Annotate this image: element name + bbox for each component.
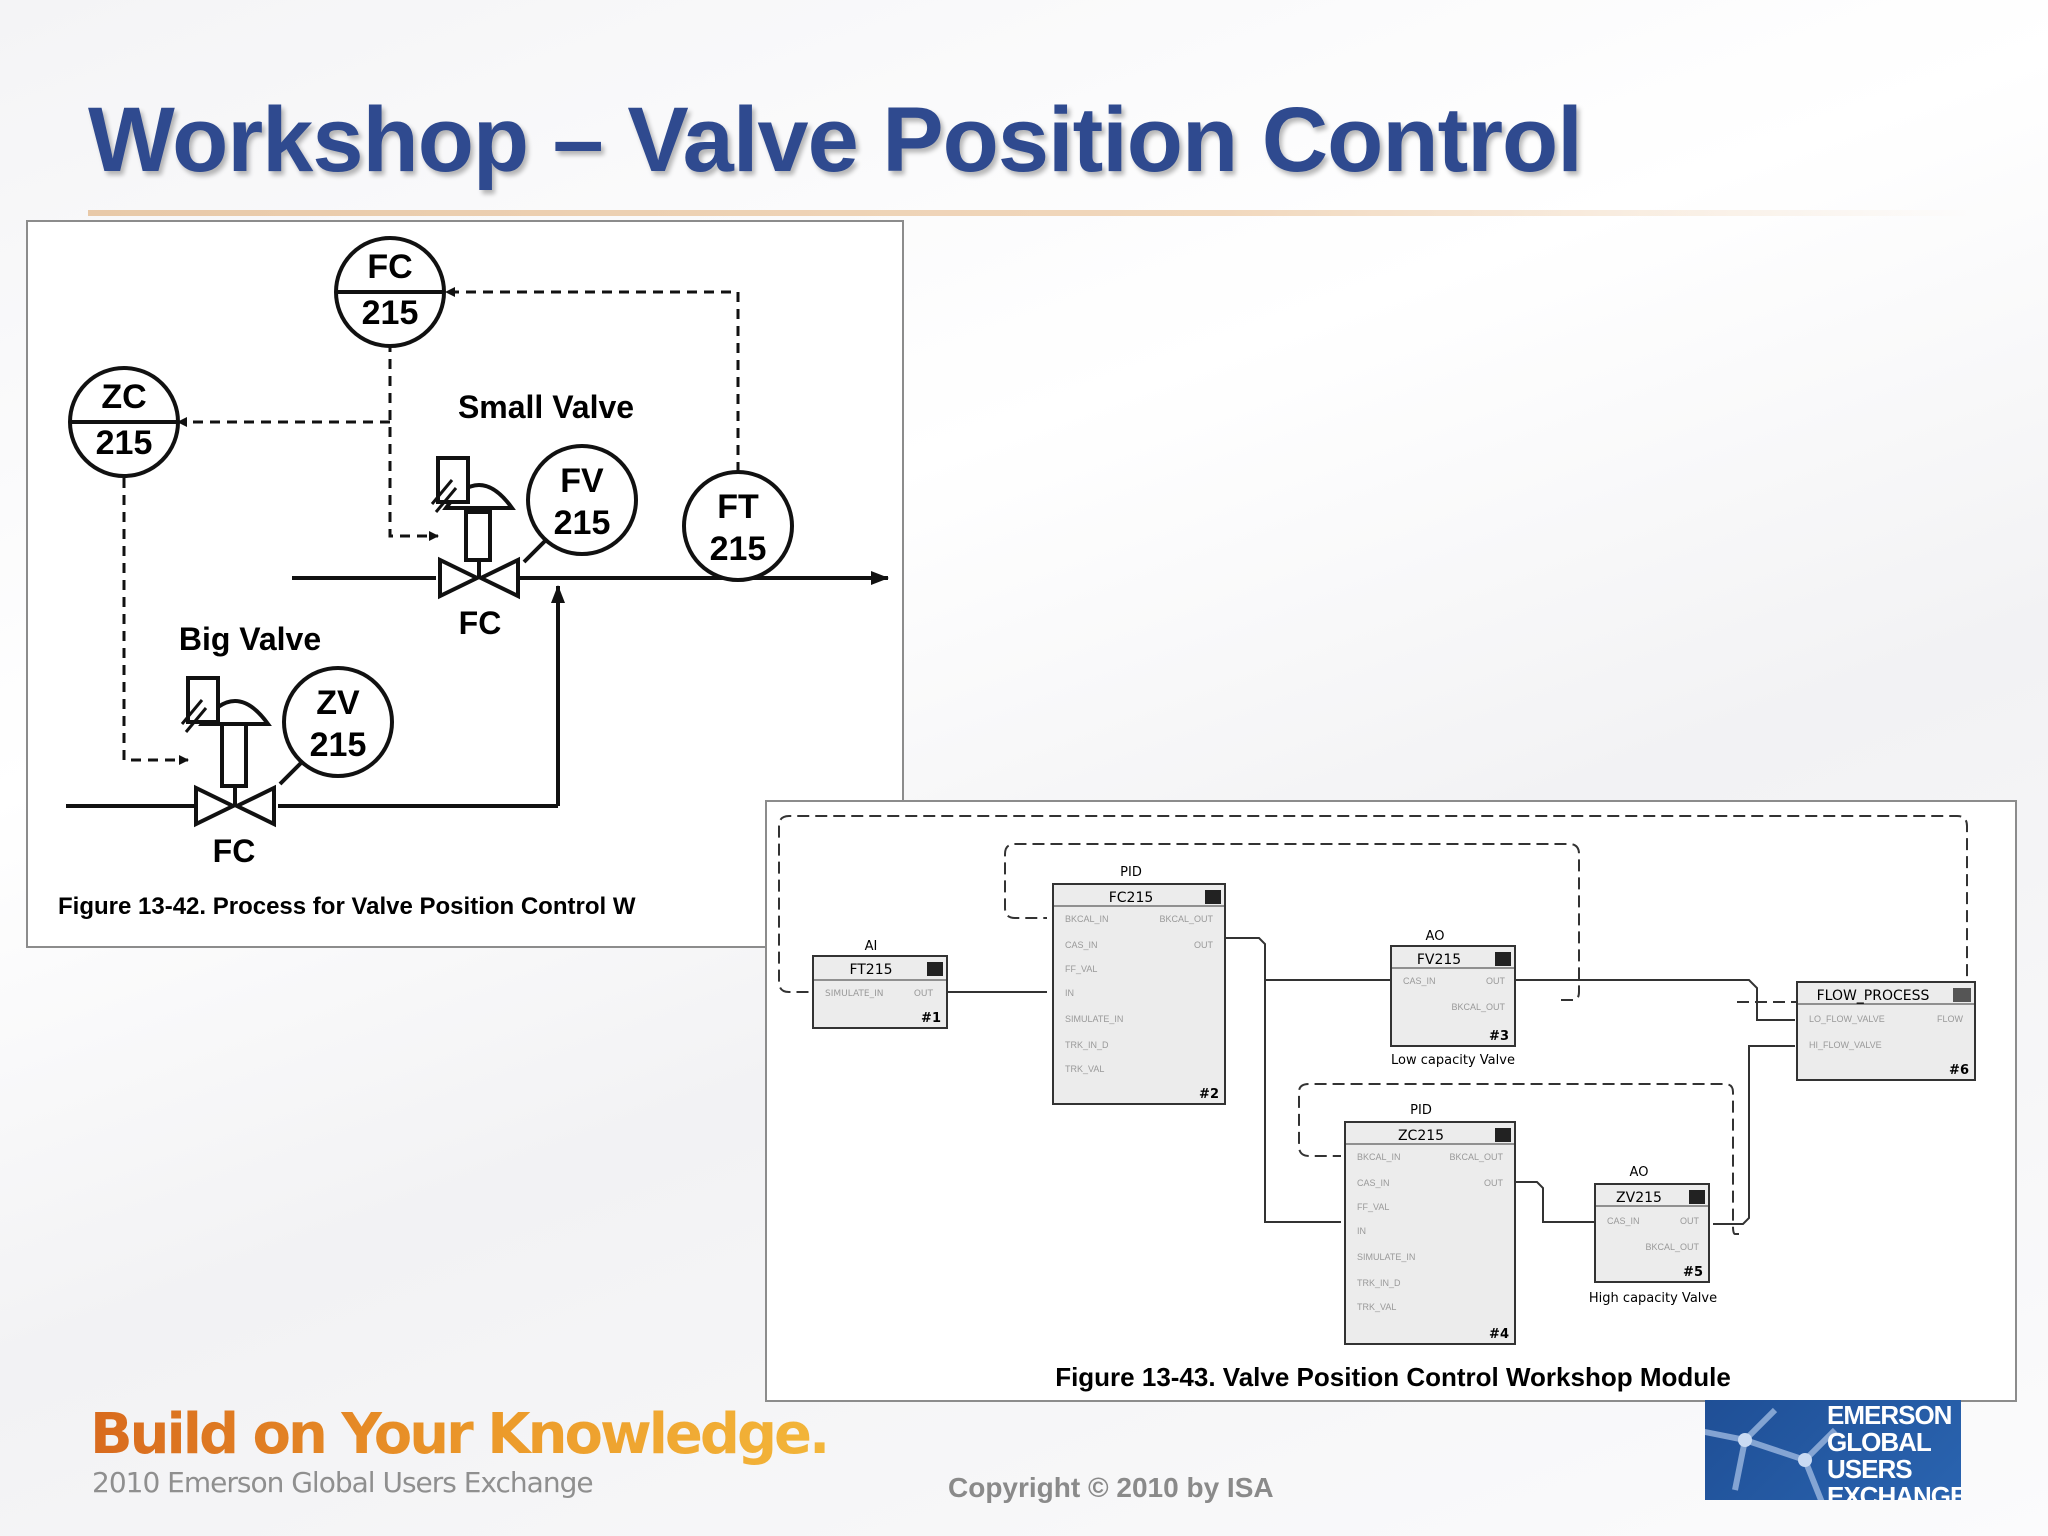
- ai-out-0: OUT: [914, 989, 934, 999]
- ft-num: 215: [710, 530, 767, 568]
- block-ao-zv215: AO ZV215 CAS_IN OUT BKCAL_OUT #5 High ca…: [1589, 1165, 1717, 1306]
- pid-zc-in-1: CAS_IN: [1357, 1178, 1390, 1188]
- ao-zv-num: #5: [1683, 1265, 1703, 1280]
- tagline: Build on Your Knowledge.: [90, 1402, 830, 1467]
- block-ai-ft215: AI FT215 SIMULATE_IN OUT #1: [812, 939, 948, 1029]
- pid-zc-in-3: IN: [1357, 1226, 1366, 1236]
- pid-zc-in-5: TRK_IN_D: [1357, 1278, 1401, 1288]
- pid-fc-in-2: FF_VAL: [1065, 964, 1097, 974]
- small-valve-fail-label: FC: [459, 605, 502, 641]
- pid-zc-in-6: TRK_VAL: [1357, 1302, 1396, 1312]
- pid-fc-in-4: SIMULATE_IN: [1065, 1014, 1123, 1024]
- pid-fc-in-3: IN: [1065, 988, 1074, 998]
- figure-13-43-caption: Figure 13-43. Valve Position Control Wor…: [1055, 1362, 1731, 1392]
- ao-fv-num: #3: [1489, 1029, 1509, 1044]
- ao-fv-out-0: OUT: [1486, 976, 1506, 986]
- logo-text: EMERSON GLOBAL USERS EXCHANGE: [1827, 1400, 1961, 1501]
- block-pid-fc215: PID FC215 BKCAL_IN CAS_IN FF_VAL IN SIMU…: [1052, 865, 1226, 1105]
- small-control-valve: [430, 456, 520, 600]
- pid-zc-num: #4: [1489, 1327, 1509, 1342]
- pid-zc-out-0: BKCAL_OUT: [1449, 1152, 1503, 1162]
- ao-zv-out-0: OUT: [1680, 1216, 1700, 1226]
- emerson-exchange-logo: EMERSON GLOBAL USERS EXCHANGE: [1705, 1400, 1961, 1500]
- pid-fc-out-0: BKCAL_OUT: [1159, 914, 1213, 924]
- process-diagram-svg: FC 215 ZC 215 FV 215 FT 215 ZV 215: [58, 236, 889, 920]
- block-flow-process: FLOW_PROCESS LO_FLOW_VALVE HI_FLOW_VALVE…: [1796, 981, 1976, 1081]
- ai-num: #1: [921, 1011, 941, 1026]
- logo-line-1: EMERSON: [1827, 1400, 1952, 1430]
- zc-215-instrument: ZC 215: [68, 366, 180, 478]
- feedback-wires: [778, 815, 1968, 1235]
- block-ao-fv215: AO FV215 CAS_IN OUT BKCAL_OUT #3 Low cap…: [1390, 929, 1516, 1068]
- ao-zv-type: AO: [1630, 1165, 1649, 1180]
- ao-fv-type: AO: [1426, 929, 1445, 944]
- logo-line-4: EXCHANGE: [1827, 1481, 1961, 1501]
- zv-215-instrument: ZV 215: [278, 666, 394, 786]
- ai-in-0: SIMULATE_IN: [825, 989, 883, 999]
- big-valve-label: Big Valve: [179, 621, 321, 657]
- ao-zv-name: ZV215: [1616, 1190, 1662, 1206]
- fc-tag: FC: [367, 248, 412, 286]
- zc-num: 215: [96, 424, 153, 462]
- pid-zc-in-4: SIMULATE_IN: [1357, 1252, 1415, 1262]
- module-diagram-svg: AI FT215 SIMULATE_IN OUT #1 PID FC215 BK…: [778, 815, 1976, 1392]
- process-piping: [66, 571, 889, 808]
- event-name: 2010 Emerson Global Users Exchange: [92, 1466, 594, 1499]
- ao-fv-out-1: BKCAL_OUT: [1451, 1002, 1505, 1012]
- figure-13-42-caption: Figure 13-42. Process for Valve Position…: [58, 893, 636, 920]
- ft-215-instrument: FT 215: [682, 470, 794, 582]
- ai-type: AI: [865, 939, 878, 954]
- signal-lines: [122, 287, 740, 765]
- logo-network-graphic: [1705, 1407, 1838, 1500]
- flow-in-0: LO_FLOW_VALVE: [1809, 1014, 1885, 1024]
- pid-fc-name: FC215: [1109, 890, 1154, 906]
- zv-num: 215: [310, 726, 367, 764]
- flow-out-0: FLOW: [1937, 1014, 1964, 1024]
- zc-tag: ZC: [101, 378, 146, 416]
- ft-tag: FT: [717, 488, 759, 526]
- flow-in-1: HI_FLOW_VALVE: [1809, 1040, 1882, 1050]
- ao-fv-in-0: CAS_IN: [1403, 976, 1436, 986]
- ao-zv-caption: High capacity Valve: [1589, 1291, 1717, 1306]
- slide-title: Workshop – Valve Position Control: [88, 89, 1583, 191]
- fc-215-instrument: FC 215: [334, 236, 446, 348]
- flow-num: #6: [1949, 1063, 1969, 1078]
- ao-zv-in-0: CAS_IN: [1607, 1216, 1640, 1226]
- pid-fc-in-5: TRK_IN_D: [1065, 1040, 1109, 1050]
- fv-tag: FV: [560, 462, 604, 500]
- copyright-notice: Copyright © 2010 by ISA: [948, 1472, 1274, 1503]
- pid-fc-out-1: OUT: [1194, 940, 1214, 950]
- pid-fc-num: #2: [1199, 1087, 1219, 1102]
- fc-num: 215: [362, 294, 419, 332]
- pid-fc-in-6: TRK_VAL: [1065, 1064, 1104, 1074]
- small-valve-label: Small Valve: [458, 389, 634, 425]
- figure-13-43-module-diagram: AI FT215 SIMULATE_IN OUT #1 PID FC215 BK…: [765, 800, 2017, 1402]
- ao-fv-name: FV215: [1417, 952, 1461, 968]
- zv-tag: ZV: [316, 684, 360, 722]
- title-underline: [88, 210, 1978, 216]
- ao-fv-caption: Low capacity Valve: [1391, 1053, 1515, 1068]
- signal-wires: [947, 937, 1795, 1225]
- pid-zc-type: PID: [1410, 1103, 1432, 1118]
- logo-line-2: GLOBAL: [1827, 1427, 1932, 1457]
- pid-zc-name: ZC215: [1398, 1128, 1444, 1144]
- fv-215-instrument: FV 215: [522, 444, 638, 564]
- pid-zc-out-1: OUT: [1484, 1178, 1504, 1188]
- pid-fc-type: PID: [1120, 865, 1142, 880]
- pid-zc-in-2: FF_VAL: [1357, 1202, 1389, 1212]
- pid-zc-in-0: BKCAL_IN: [1357, 1152, 1401, 1162]
- big-valve-fail-label: FC: [213, 833, 256, 869]
- pid-fc-in-0: BKCAL_IN: [1065, 914, 1109, 924]
- fv-num: 215: [554, 504, 611, 542]
- pid-fc-in-1: CAS_IN: [1065, 940, 1098, 950]
- logo-line-3: USERS: [1827, 1454, 1913, 1484]
- block-pid-zc215: PID ZC215 BKCAL_IN CAS_IN FF_VAL IN SIMU…: [1344, 1103, 1516, 1345]
- figure-13-42-process-diagram: FC 215 ZC 215 FV 215 FT 215 ZV 215: [26, 220, 904, 948]
- ao-zv-out-1: BKCAL_OUT: [1645, 1242, 1699, 1252]
- ai-name: FT215: [849, 962, 892, 978]
- flow-name: FLOW_PROCESS: [1817, 988, 1930, 1004]
- big-control-valve: [180, 676, 276, 828]
